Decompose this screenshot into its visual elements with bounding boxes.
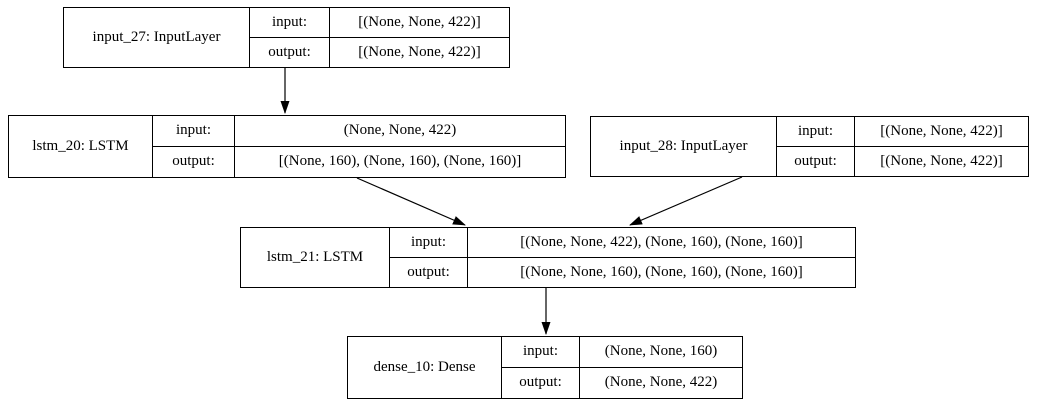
edge-input_28-to-lstm_21 xyxy=(629,176,743,226)
input-label: input: xyxy=(777,117,854,147)
input-label: input: xyxy=(390,228,467,258)
input-shape: (None, None, 422) xyxy=(235,116,565,147)
layer-node-dense_10: dense_10: Dense input: output: (None, No… xyxy=(347,336,743,399)
layer-name: input_27: InputLayer xyxy=(92,29,221,45)
output-shape: (None, None, 422) xyxy=(604,374,718,391)
output-label: output: xyxy=(407,263,450,280)
output-label: output: xyxy=(519,374,562,391)
input-shape: [(None, None, 422), (None, 160), (None, … xyxy=(468,228,855,258)
edge-lstm_20-to-lstm_21 xyxy=(356,177,466,226)
layer-node-input_27: input_27: InputLayer input: output: [(No… xyxy=(63,7,510,68)
input-shape: [(None, None, 422)] xyxy=(855,117,1028,147)
input-shape: (None, None, 160) xyxy=(580,337,742,368)
layer-name: input_28: InputLayer xyxy=(619,138,748,154)
input-label: input: xyxy=(153,116,234,147)
layer-name: lstm_20: LSTM xyxy=(32,138,129,154)
output-shape: [(None, None, 422)] xyxy=(880,152,1003,169)
output-label: output: xyxy=(268,43,311,60)
layer-name: lstm_21: LSTM xyxy=(266,249,364,265)
input-label: input: xyxy=(250,8,329,38)
input-shape: [(None, None, 422)] xyxy=(330,8,509,38)
layer-node-lstm_20: lstm_20: LSTM input: output: (None, None… xyxy=(8,115,566,178)
output-shape: [(None, None, 160), (None, 160), (None, … xyxy=(520,263,803,280)
layer-node-lstm_21: lstm_21: LSTM input: output: [(None, Non… xyxy=(240,227,856,288)
output-label: output: xyxy=(794,152,837,169)
layer-node-input_28: input_28: InputLayer input: output: [(No… xyxy=(590,116,1029,177)
output-shape: [(None, 160), (None, 160), (None, 160)] xyxy=(278,153,522,170)
output-shape: [(None, None, 422)] xyxy=(358,43,481,60)
layer-name: dense_10: Dense xyxy=(373,359,476,375)
output-label: output: xyxy=(172,153,215,170)
input-label: input: xyxy=(502,337,579,368)
